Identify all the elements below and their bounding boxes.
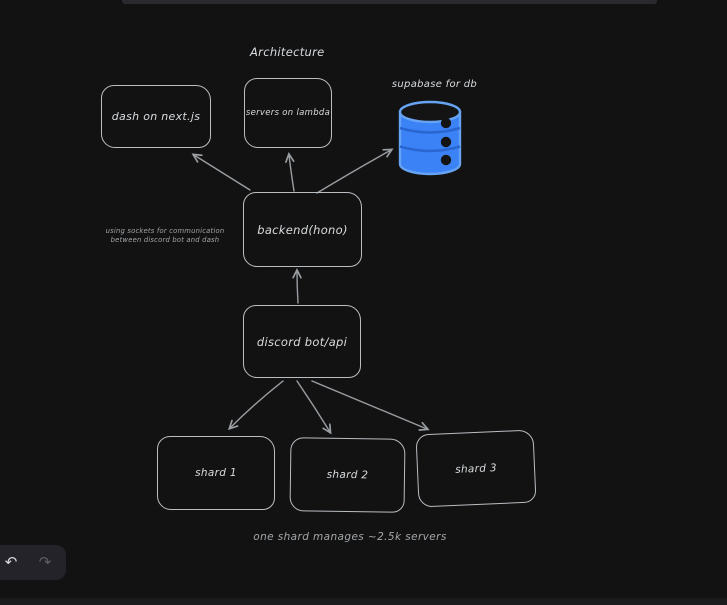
node-label: shard 1 (195, 467, 237, 479)
node-shard-1[interactable]: shard 1 (157, 436, 275, 510)
shard-capacity-note[interactable]: one shard manages ~2.5k servers (200, 531, 500, 543)
arrow-discord-to-backend[interactable] (297, 271, 298, 304)
node-dash-on-nextjs[interactable]: dash on next.js (101, 85, 211, 148)
node-label: shard 2 (326, 468, 369, 482)
shard-capacity-note-text: one shard manages ~2.5k servers (253, 531, 447, 543)
node-servers-on-lambda[interactable]: servers on lambda (244, 78, 332, 148)
node-label: dash on next.js (111, 110, 201, 123)
arrow-backend-to-lambda[interactable] (289, 155, 295, 192)
arrow-discord-to-shard2[interactable] (296, 380, 330, 432)
arrow-backend-to-dash[interactable] (194, 155, 251, 191)
sockets-note[interactable]: using sockets for communication between … (104, 227, 226, 244)
node-shard-2[interactable]: shard 2 (289, 437, 406, 513)
sockets-note-line1: using sockets for communication (105, 227, 225, 235)
node-shard-3[interactable]: shard 3 (415, 429, 537, 508)
diagram-title[interactable]: Architecture (250, 45, 325, 59)
database-label[interactable]: supabase for db (391, 79, 478, 90)
arrow-backend-to-database[interactable] (316, 150, 391, 194)
redo-icon: ↷ (38, 553, 52, 571)
node-discord-bot-api[interactable]: discord bot/api (243, 305, 361, 378)
undo-redo-toolbar: ↶ ↷ (0, 545, 66, 580)
redo-button[interactable]: ↷ (32, 550, 58, 576)
node-label: discord bot/api (256, 334, 348, 349)
arrow-discord-to-shard3[interactable] (311, 380, 427, 429)
sockets-note-line2: between discord bot and dash (110, 235, 220, 244)
node-label: shard 3 (454, 461, 498, 476)
undo-icon: ↶ (4, 553, 18, 571)
undo-button[interactable]: ↶ (0, 550, 24, 576)
database-cylinder-icon[interactable] (396, 100, 464, 176)
horizontal-scrollbar[interactable] (122, 0, 657, 4)
node-backend-hono[interactable]: backend(hono) (243, 192, 362, 267)
node-label: backend(hono) (257, 222, 348, 237)
bottom-edge-bar (0, 598, 727, 605)
arrow-discord-to-shard1[interactable] (230, 380, 284, 428)
node-label: servers on lambda (245, 108, 331, 118)
